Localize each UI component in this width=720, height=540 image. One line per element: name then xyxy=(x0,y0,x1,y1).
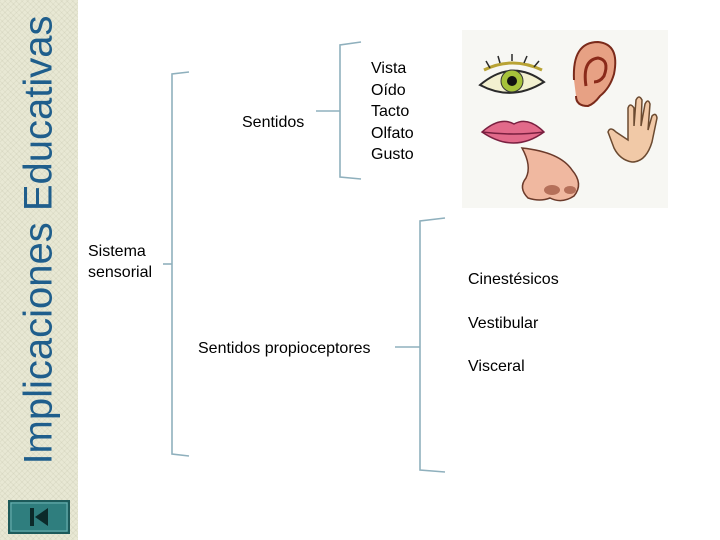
senses-illustration xyxy=(462,30,668,208)
list-item: Vista xyxy=(371,60,407,77)
ear-icon xyxy=(572,40,617,108)
sentidos-list: Vista Oído Tacto Olfato Gusto xyxy=(371,58,414,166)
list-item: Gusto xyxy=(371,146,414,163)
root-label: Sistema sensorial xyxy=(88,243,153,281)
root-bracket xyxy=(171,71,190,457)
sentidos-bracket xyxy=(339,41,362,180)
propioceptores-label: Sentidos propioceptores xyxy=(198,340,371,357)
list-item: Tacto xyxy=(371,103,410,120)
eye-icon xyxy=(478,54,546,94)
first-slide-button[interactable] xyxy=(8,500,70,534)
propio-bracket xyxy=(419,217,446,473)
propio-item-vestibular: Vestibular xyxy=(468,315,539,332)
list-item: Olfato xyxy=(371,124,414,142)
lips-icon xyxy=(480,120,546,144)
nose-icon xyxy=(520,147,580,202)
sidebar: Implicaciones Educativas xyxy=(0,0,78,540)
sentidos-label: Sentidos xyxy=(242,114,305,131)
hand-icon xyxy=(607,96,658,163)
propio-item-visceral: Visceral xyxy=(468,358,525,375)
skip-to-start-icon xyxy=(10,502,68,532)
list-item: Oído xyxy=(371,81,406,99)
propio-item-cinestesicos: Cinestésicos xyxy=(468,271,559,288)
